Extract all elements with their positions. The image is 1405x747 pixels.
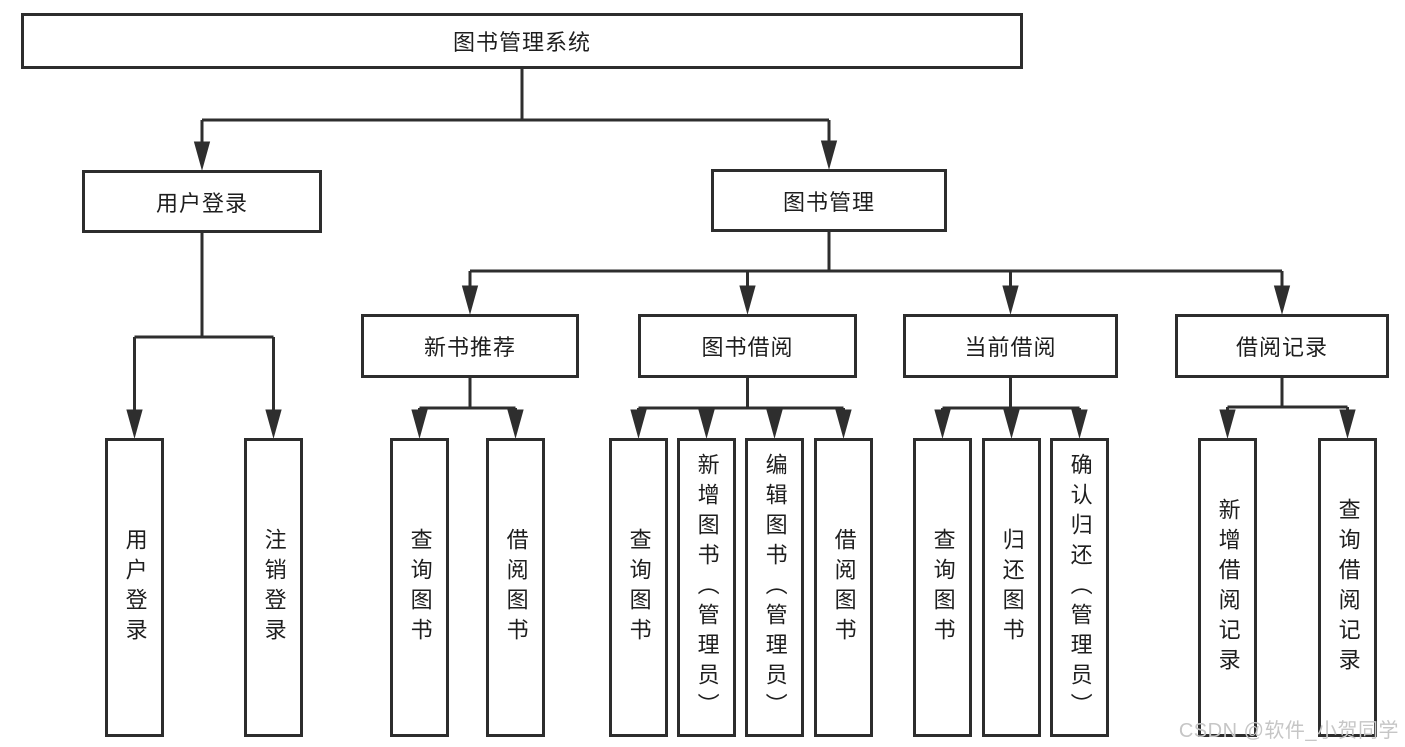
- node-label-cb-return: 归还图书: [999, 527, 1025, 648]
- node-new-rec: 新书推荐: [361, 314, 579, 378]
- node-cb-query: 查询图书: [913, 438, 972, 737]
- watermark: CSDN @软件_小贺同学: [1178, 720, 1399, 742]
- node-bb-query: 查询图书: [609, 438, 668, 737]
- node-ul-login: 用户登录: [105, 438, 164, 737]
- node-bb-edit: 编辑图书（管理员）: [745, 438, 804, 737]
- node-label-borrow-records: 借阅记录: [1235, 335, 1328, 360]
- node-user-login: 用户登录: [82, 170, 322, 233]
- node-bb-add: 新增图书（管理员）: [677, 438, 736, 737]
- node-label-br-add: 新增借阅记录: [1215, 497, 1241, 678]
- node-borrow-records: 借阅记录: [1175, 314, 1389, 378]
- node-label-bb-query: 查询图书: [626, 527, 652, 648]
- node-book-mgmt: 图书管理: [711, 169, 947, 232]
- node-book-borrow: 图书借阅: [638, 314, 857, 378]
- node-cb-confirm: 确认归还（管理员）: [1050, 438, 1109, 737]
- node-br-add: 新增借阅记录: [1198, 438, 1257, 737]
- node-label-nr-borrow: 借阅图书: [503, 527, 529, 648]
- node-label-user-login: 用户登录: [155, 190, 248, 216]
- node-label-br-query: 查询借阅记录: [1335, 497, 1361, 678]
- node-current-borrow: 当前借阅: [903, 314, 1118, 378]
- node-label-cb-confirm: 确认归还（管理员）: [1067, 452, 1093, 723]
- node-label-current-borrow: 当前借阅: [964, 335, 1057, 360]
- node-label-root: 图书管理系统: [452, 30, 591, 55]
- node-cb-return: 归还图书: [982, 438, 1041, 737]
- node-bb-borrow: 借阅图书: [814, 438, 873, 737]
- node-label-new-rec: 新书推荐: [423, 335, 516, 360]
- node-ul-logout: 注销登录: [244, 438, 303, 737]
- node-label-bb-edit: 编辑图书（管理员）: [762, 452, 788, 723]
- node-nr-borrow: 借阅图书: [486, 438, 545, 737]
- node-label-book-mgmt: 图书管理: [782, 189, 875, 215]
- node-label-bb-borrow: 借阅图书: [831, 527, 857, 648]
- node-label-book-borrow: 图书借阅: [701, 335, 794, 360]
- node-root: 图书管理系统: [21, 13, 1023, 69]
- node-label-cb-query: 查询图书: [930, 527, 956, 648]
- node-label-bb-add: 新增图书（管理员）: [694, 452, 720, 723]
- node-label-ul-login: 用户登录: [122, 527, 148, 648]
- node-label-ul-logout: 注销登录: [261, 527, 287, 648]
- node-nr-query: 查询图书: [390, 438, 449, 737]
- node-br-query: 查询借阅记录: [1318, 438, 1377, 737]
- node-label-nr-query: 查询图书: [407, 527, 433, 648]
